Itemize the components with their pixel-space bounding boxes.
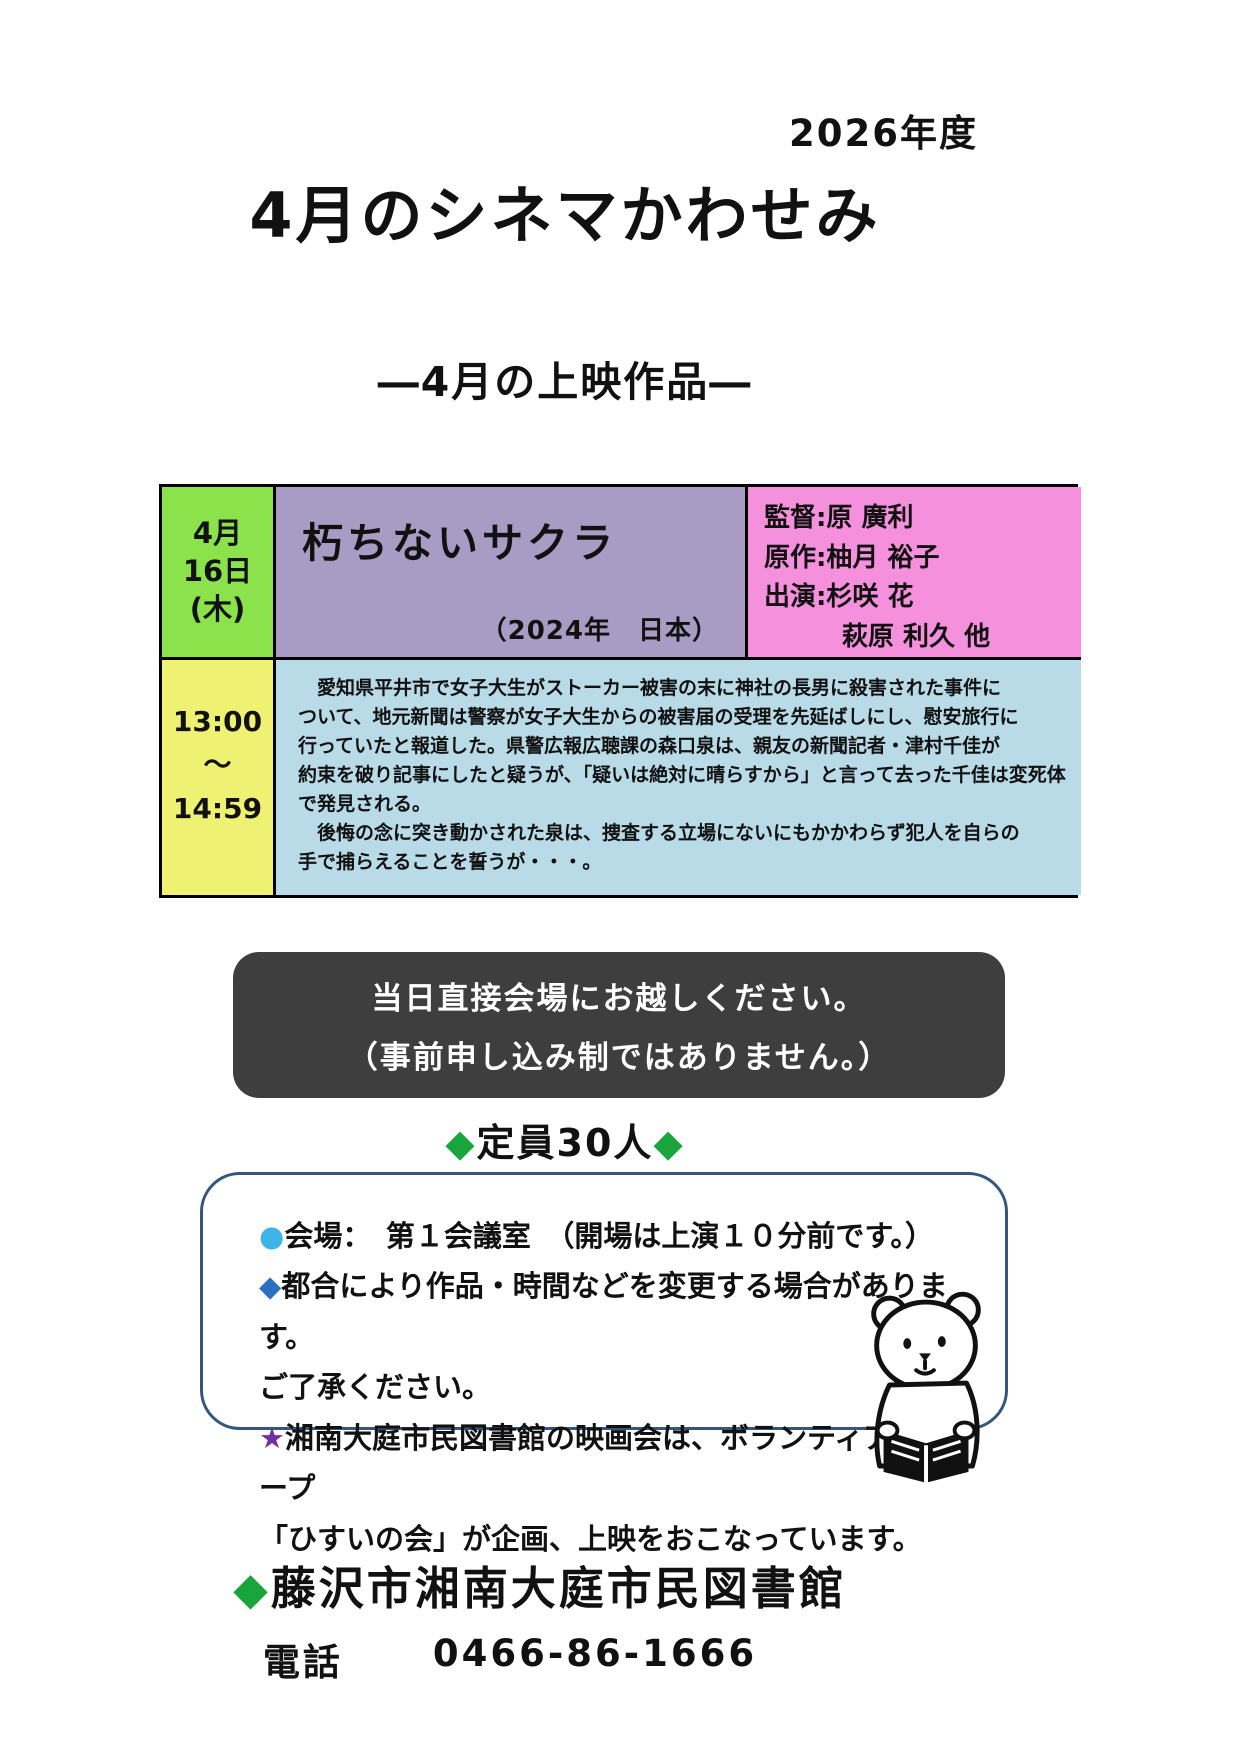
info-item-schedule-change: ◆都合により作品・時間などを変更する場合があります。 ご了承ください。 — [259, 1261, 975, 1412]
info-item-volunteer: ★湘南大庭市民図書館の映画会は、ボランティアグループ 「ひすいの会」が企画、上映… — [259, 1413, 975, 1564]
circle-bullet-icon: ● — [259, 1219, 285, 1253]
notice-box: 当日直接会場にお越しください。 （事前申し込み制ではありません。） — [233, 952, 1005, 1098]
notice-line1: 当日直接会場にお越しください。 — [371, 981, 867, 1017]
info-item-text: 会場： 第１会議室 （開場は上演１０分前です。） — [284, 1219, 934, 1253]
info-item-text: 都合により作品・時間などを変更する場合があります。 ご了承ください。 — [259, 1269, 948, 1405]
diamond-icon: ◆ — [653, 1121, 685, 1165]
library-name: 藤沢市湘南大庭市民図書館 — [270, 1562, 847, 1615]
subtitle: ―4月の上映作品― — [377, 358, 753, 406]
film-synopsis-cell: 愛知県平井市で女子大生がストーカー被害の末に神社の長男に殺害された事件に ついて… — [276, 660, 1081, 895]
info-item-venue: ●会場： 第１会議室 （開場は上演１０分前です。） — [259, 1211, 975, 1261]
screening-time-cell: 13:00 〜 14:59 — [162, 660, 276, 895]
info-box: ●会場： 第１会議室 （開場は上演１０分前です。） ◆都合により作品・時間などを… — [200, 1172, 1008, 1556]
info-item-text: 湘南大庭市民図書館の映画会は、ボランティアグループ 「ひすいの会」が企画、上映を… — [259, 1420, 949, 1556]
film-title-cell: 朽ちないサクラ （2024年 日本） — [276, 487, 748, 660]
diamond-icon: ◆ — [233, 1562, 271, 1615]
bear-reading-book-icon — [871, 1291, 981, 1483]
phone-label: 電話 — [262, 1641, 343, 1684]
phone-line: 電話 0466-86-1666 — [160, 1632, 860, 1686]
screening-date-cell: 4月 16日 (木) — [162, 487, 276, 660]
diamond-bullet-icon: ◆ — [259, 1269, 282, 1304]
film-credits-cell: 監督:原 廣利 原作:柚月 裕子 出演:杉咲 花 萩原 利久 他 — [748, 487, 1081, 660]
capacity-label: 定員30人 — [476, 1121, 654, 1165]
library-name-line: ◆藤沢市湘南大庭市民図書館 — [160, 1552, 920, 1617]
notice-line2: （事前申し込み制ではありません。） — [346, 1040, 892, 1076]
phone-number: 0466-86-1666 — [432, 1632, 758, 1675]
capacity-line: ◆定員30人◆ — [160, 1112, 970, 1167]
film-title: 朽ちないサクラ — [302, 519, 617, 567]
star-bullet-icon: ★ — [259, 1420, 285, 1455]
film-year-country: （2024年 日本） — [480, 616, 719, 646]
diamond-icon: ◆ — [445, 1121, 477, 1165]
fiscal-year: 2026年度 — [789, 112, 978, 155]
page-title: 4月のシネマかわせみ — [249, 179, 881, 252]
screening-table: 4月 16日 (木) 朽ちないサクラ （2024年 日本） 監督:原 廣利 原作… — [159, 484, 1081, 898]
